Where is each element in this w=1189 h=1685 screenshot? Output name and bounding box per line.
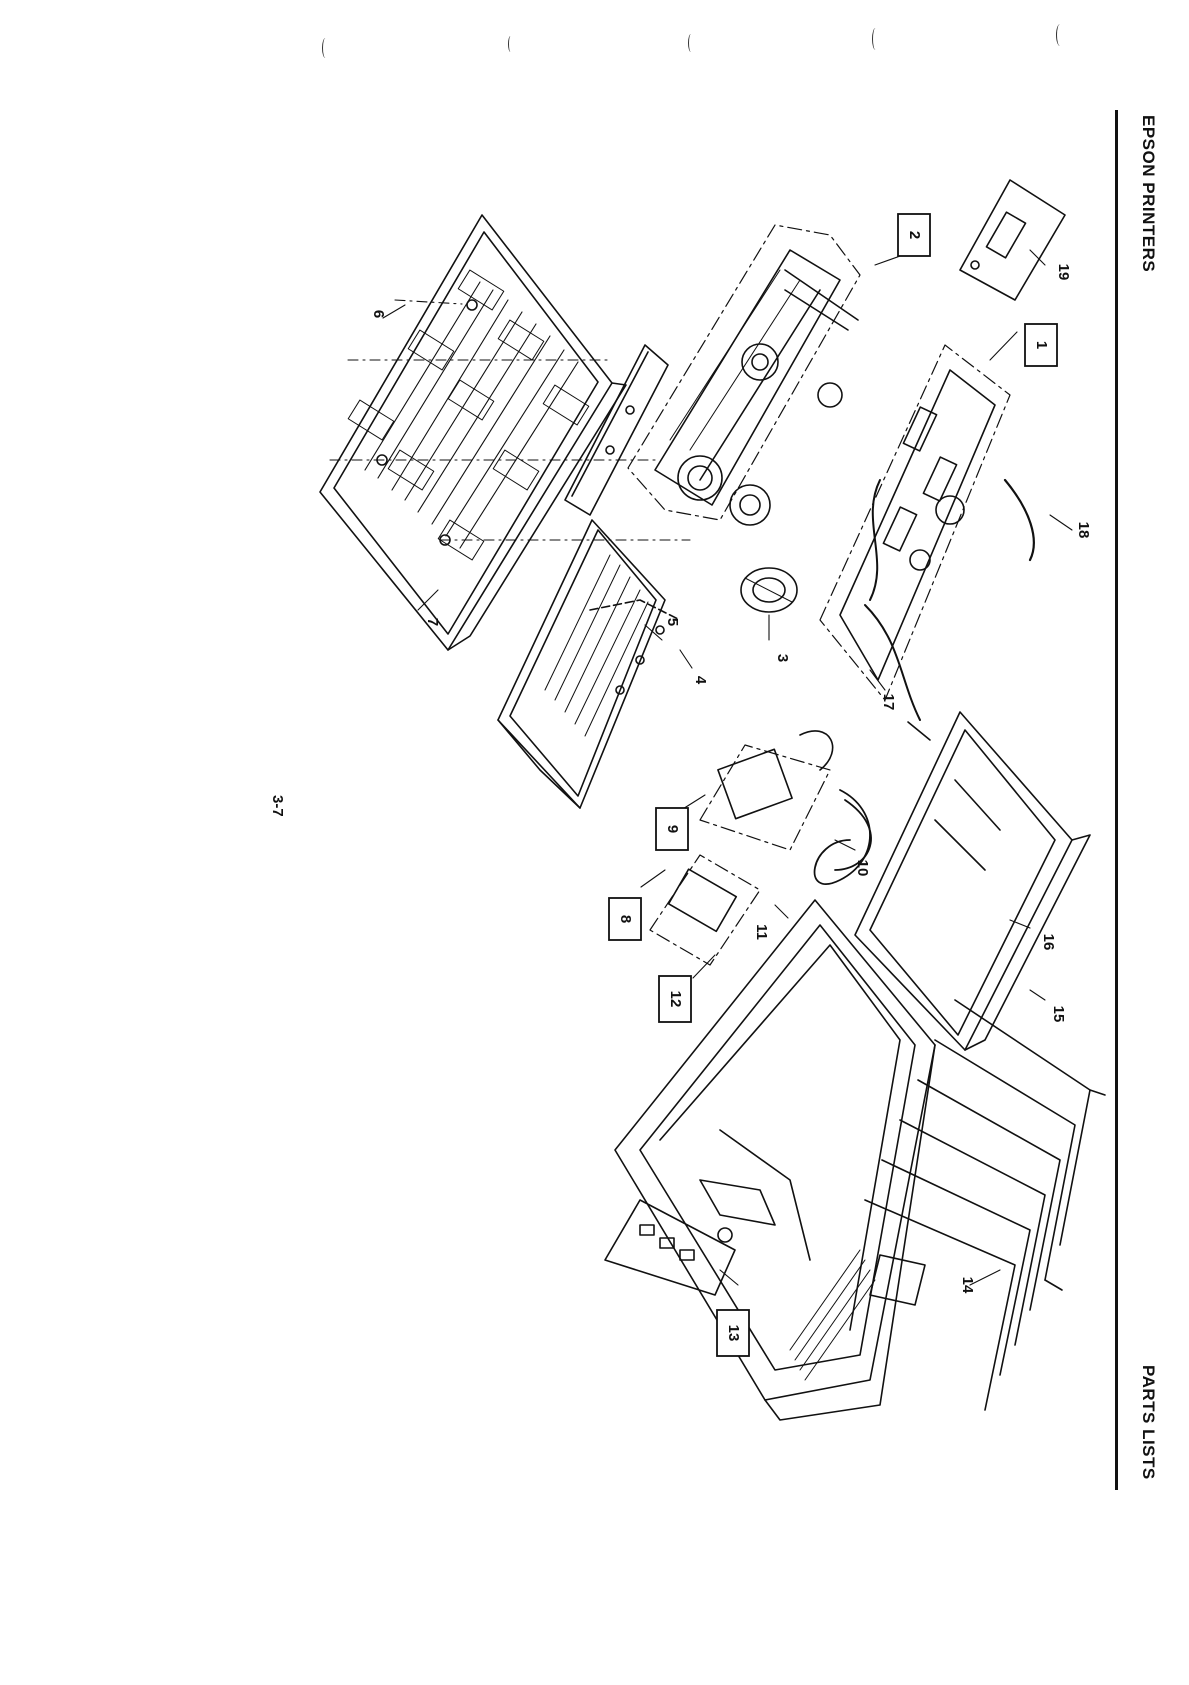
svg-text:18: 18 bbox=[1075, 522, 1092, 539]
svg-text:1: 1 bbox=[1033, 341, 1050, 349]
bottom-frame-part bbox=[498, 520, 680, 808]
panel-board-part bbox=[650, 855, 760, 965]
svg-text:15: 15 bbox=[1050, 1006, 1067, 1023]
main-board-part bbox=[820, 345, 1034, 700]
control-panel-part bbox=[605, 1200, 735, 1295]
callout-7: 7 bbox=[424, 618, 441, 626]
callout-16: 16 bbox=[1040, 934, 1057, 951]
callout-5: 5 bbox=[664, 618, 681, 626]
svg-text:7: 7 bbox=[424, 618, 441, 626]
svg-text:13: 13 bbox=[725, 1325, 742, 1342]
callout-10: 10 bbox=[854, 860, 871, 877]
svg-text:14: 14 bbox=[959, 1277, 976, 1294]
callout-12: 12 bbox=[659, 976, 691, 1022]
svg-text:6: 6 bbox=[370, 310, 387, 318]
svg-text:10: 10 bbox=[854, 860, 871, 877]
svg-text:17: 17 bbox=[880, 694, 897, 711]
callout-18: 18 bbox=[1075, 522, 1092, 539]
callout-3: 3 bbox=[774, 654, 791, 662]
svg-text:9: 9 bbox=[664, 825, 681, 833]
lower-case-part bbox=[320, 215, 690, 650]
callout-1: 1 bbox=[1025, 324, 1057, 366]
callout-8: 8 bbox=[609, 898, 641, 940]
callout-11: 11 bbox=[753, 924, 770, 940]
callout-15: 15 bbox=[1050, 1006, 1067, 1023]
svg-text:4: 4 bbox=[692, 676, 709, 685]
svg-text:8: 8 bbox=[617, 915, 634, 923]
svg-text:3: 3 bbox=[774, 654, 791, 662]
interface-board-part bbox=[960, 180, 1065, 300]
callout-19: 19 bbox=[1055, 264, 1072, 281]
svg-text:11: 11 bbox=[753, 924, 770, 940]
callout-14: 14 bbox=[959, 1277, 976, 1294]
callout-13: 13 bbox=[717, 1310, 749, 1356]
callout-17: 17 bbox=[880, 694, 897, 711]
svg-text:19: 19 bbox=[1055, 264, 1072, 281]
cable-17-part bbox=[865, 605, 930, 740]
svg-text:2: 2 bbox=[906, 231, 923, 239]
callout-6: 6 bbox=[370, 310, 387, 318]
power-unit-part bbox=[700, 731, 871, 884]
callout-4: 4 bbox=[692, 676, 709, 685]
svg-text:16: 16 bbox=[1040, 934, 1057, 951]
callout-9: 9 bbox=[656, 808, 688, 850]
shield-plate-part bbox=[565, 345, 668, 515]
paper-guide-part bbox=[855, 712, 1090, 1050]
svg-text:5: 5 bbox=[664, 618, 681, 626]
platen-knob-part bbox=[741, 568, 797, 612]
svg-text:12: 12 bbox=[667, 991, 684, 1008]
callout-2: 2 bbox=[898, 214, 930, 256]
paper-separator-part bbox=[865, 1000, 1105, 1410]
